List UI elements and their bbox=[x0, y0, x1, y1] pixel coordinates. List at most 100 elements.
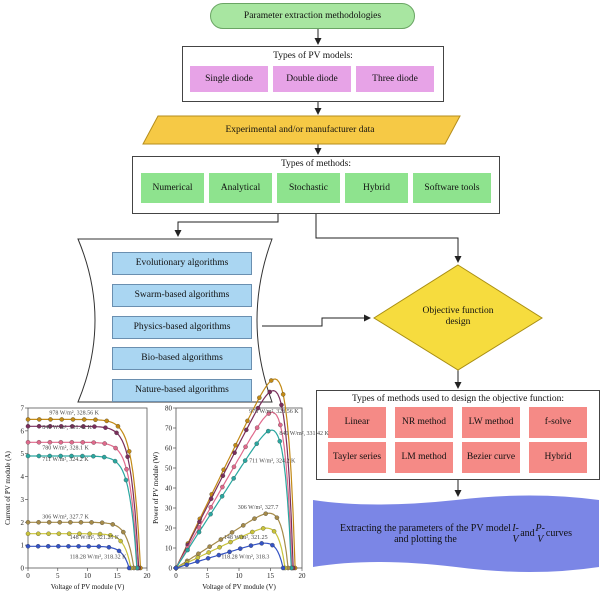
data-point bbox=[45, 544, 51, 549]
method-analytical: Analytical bbox=[209, 173, 272, 203]
curve-annotation: 780 W/m², 328.1 K bbox=[42, 446, 89, 452]
model-three-diode: Three diode bbox=[356, 66, 434, 92]
data-point bbox=[110, 522, 115, 527]
data-point bbox=[233, 442, 238, 448]
x-tick-label: 5 bbox=[206, 572, 210, 580]
decision-diamond bbox=[373, 264, 543, 371]
data-point bbox=[280, 392, 286, 397]
start-node: Parameter extraction methodologies bbox=[210, 3, 415, 29]
algorithm-evolutionary: Evolutionary algorithms bbox=[112, 252, 252, 275]
data-point bbox=[184, 562, 189, 568]
decision-label: Objective function design bbox=[422, 306, 494, 327]
data-point bbox=[245, 418, 250, 424]
data-point bbox=[25, 417, 31, 422]
data-point bbox=[218, 537, 224, 542]
data-point bbox=[36, 417, 42, 422]
data-point bbox=[227, 549, 232, 555]
data-point bbox=[220, 473, 226, 479]
data-point bbox=[25, 520, 31, 525]
model-single-diode: Single diode bbox=[190, 66, 268, 92]
data-point bbox=[48, 417, 53, 422]
data-point bbox=[86, 544, 91, 549]
data-point bbox=[96, 544, 102, 549]
data-point bbox=[217, 544, 222, 550]
curve-annotation: 840 W/m², 331.42 K bbox=[279, 431, 329, 437]
data-point bbox=[216, 552, 222, 558]
data-point bbox=[118, 538, 123, 544]
data-step-shape bbox=[142, 115, 461, 145]
y-tick-label: 2 bbox=[21, 519, 25, 527]
y-tick-label: 70 bbox=[165, 425, 173, 433]
data-point bbox=[197, 519, 202, 525]
data-point bbox=[25, 544, 31, 549]
data-point bbox=[56, 531, 62, 536]
x-tick-label: 15 bbox=[114, 572, 122, 580]
data-point bbox=[250, 529, 255, 535]
data-point bbox=[255, 405, 261, 411]
data-point bbox=[56, 544, 61, 549]
data-point bbox=[219, 494, 225, 499]
data-point bbox=[125, 454, 130, 459]
y-axis-label: Power of PV module (W) bbox=[152, 451, 160, 523]
data-point bbox=[25, 453, 31, 459]
curve-annotation: 118.28 W/m², 318.3 bbox=[221, 554, 269, 560]
x-tick-label: 20 bbox=[144, 572, 152, 580]
data-point bbox=[173, 565, 179, 571]
curve-annotation: 306 W/m², 327.7 bbox=[238, 505, 279, 511]
data-point bbox=[265, 428, 271, 434]
data-point bbox=[81, 424, 86, 429]
y-tick-label: 60 bbox=[165, 445, 173, 453]
y-tick-label: 20 bbox=[165, 525, 173, 533]
objective-hybrid: Hybrid bbox=[529, 442, 587, 473]
data-point bbox=[36, 531, 41, 536]
data-point bbox=[35, 544, 41, 549]
data-point bbox=[104, 418, 109, 424]
curve-annotation: 711 W/m², 324.2 K bbox=[249, 458, 296, 464]
method-stochastic: Stochastic bbox=[277, 173, 340, 203]
y-tick-label: 40 bbox=[165, 485, 173, 493]
data-point bbox=[36, 453, 42, 459]
data-point bbox=[58, 453, 63, 459]
data-point bbox=[243, 444, 248, 450]
data-point bbox=[126, 565, 132, 571]
y-tick-label: 50 bbox=[165, 465, 173, 473]
data-point bbox=[47, 440, 53, 445]
data-point bbox=[121, 529, 126, 535]
data-point bbox=[257, 395, 262, 400]
objective-tayler-series: Tayler series bbox=[328, 442, 386, 473]
x-axis-label: Voltage of PV module (V) bbox=[202, 583, 276, 591]
algorithm-bio-based: Bio-based algorithms bbox=[112, 347, 252, 370]
x-tick-label: 10 bbox=[236, 572, 244, 580]
curve-annotation: 306 W/m², 327.7 K bbox=[42, 514, 89, 520]
data-point bbox=[259, 541, 264, 546]
data-point bbox=[89, 520, 94, 525]
data-point bbox=[248, 543, 254, 548]
objective-lm-method: LM method bbox=[395, 442, 453, 473]
data-point bbox=[78, 520, 84, 525]
arrow-algorithms-decision bbox=[262, 314, 371, 327]
data-point bbox=[36, 424, 42, 429]
data-point bbox=[279, 402, 284, 408]
data-point bbox=[254, 441, 259, 446]
data-point bbox=[99, 520, 105, 525]
data-point bbox=[93, 417, 98, 422]
y-tick-label: 80 bbox=[165, 405, 173, 413]
data-point bbox=[208, 511, 213, 517]
data-point bbox=[196, 529, 202, 535]
method-numerical: Numerical bbox=[141, 173, 204, 203]
pv-models-title: Types of PV models: bbox=[273, 51, 353, 61]
data-point bbox=[80, 440, 85, 445]
curve-annotation: 118.28 W/m², 318.32 K bbox=[70, 554, 127, 560]
data-point bbox=[274, 515, 280, 520]
data-point bbox=[267, 389, 272, 395]
data-point bbox=[241, 523, 246, 528]
x-tick-label: 20 bbox=[299, 572, 307, 580]
method-software-tools: Software tools bbox=[413, 173, 491, 203]
data-point bbox=[25, 424, 31, 429]
data-point bbox=[92, 424, 97, 429]
arrow-methods-decision bbox=[315, 214, 462, 263]
data-point bbox=[116, 548, 122, 554]
x-tick-label: 10 bbox=[84, 572, 92, 580]
data-point bbox=[196, 525, 202, 530]
data-point bbox=[58, 440, 64, 445]
